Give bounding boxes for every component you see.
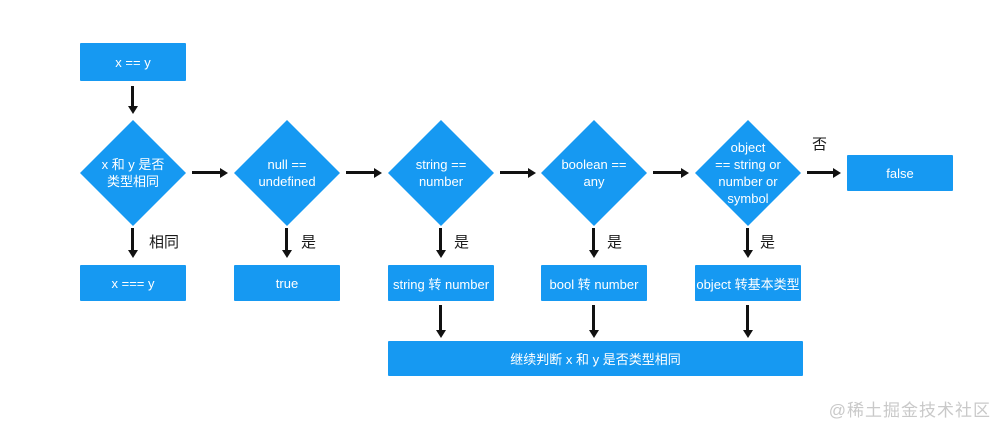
edge-label-yes-objectcheck: 是 — [760, 234, 776, 251]
arrow-nullundef-to-stringnumber — [346, 171, 374, 174]
arrow-stringnumber-to-booleanany — [500, 171, 528, 174]
node-type-check-label: x 和 y 是否 类型相同 — [101, 157, 165, 189]
arrow-objectcheck-to-false — [807, 171, 833, 174]
node-false-label: false — [886, 165, 914, 181]
arrow-stringconvert-to-continue — [439, 305, 442, 330]
node-strict-equal-label: x === y — [111, 275, 155, 291]
node-continue-check-label: 继续判断 x 和 y 是否类型相同 — [510, 352, 681, 367]
arrow-start-to-typecheck — [131, 86, 134, 106]
arrow-objectconvert-to-continue — [746, 305, 749, 330]
arrow-stringnumber-to-convert — [439, 228, 442, 250]
node-boolean-any-diamond: boolean == any — [541, 120, 647, 226]
node-bool-to-number-label: bool 转 number — [549, 276, 639, 292]
arrow-typecheck-to-strict-equal — [131, 228, 134, 250]
arrow-nullundef-to-true — [285, 228, 288, 250]
edge-label-no: 否 — [812, 136, 828, 153]
node-null-undefined-label: null == undefined — [258, 157, 316, 189]
node-object-to-primitive: object 转基本类型 — [695, 265, 801, 301]
arrow-booleanany-to-objectcheck — [653, 171, 681, 174]
node-string-to-number: string 转 number — [388, 265, 494, 301]
node-type-check-diamond: x 和 y 是否 类型相同 — [80, 120, 186, 226]
arrow-boolconvert-to-continue — [592, 305, 595, 330]
node-object-check-label: object == string or number or symbol — [715, 140, 781, 206]
node-bool-to-number: bool 转 number — [541, 265, 647, 301]
edge-label-yes-nullundef: 是 — [301, 234, 317, 251]
arrow-typecheck-to-nullundef — [192, 171, 220, 174]
edge-label-yes-booleanany: 是 — [607, 234, 623, 251]
node-object-to-primitive-label: object 转基本类型 — [696, 276, 800, 292]
edge-label-yes-stringnumber: 是 — [454, 234, 470, 251]
watermark: @稀土掘金技术社区 — [828, 401, 991, 420]
node-true-label: true — [275, 275, 299, 291]
node-string-to-number-label: string 转 number — [392, 276, 490, 292]
node-string-number-label: string == number — [415, 157, 467, 189]
node-true: true — [234, 265, 340, 301]
edge-label-same: 相同 — [149, 234, 180, 251]
arrow-booleanany-to-convert — [592, 228, 595, 250]
node-boolean-any-label: boolean == any — [561, 157, 627, 189]
node-strict-equal: x === y — [80, 265, 186, 301]
node-continue-check: 继续判断 x 和 y 是否类型相同 — [388, 341, 803, 376]
node-start: x == y — [80, 43, 186, 81]
arrow-objectcheck-to-convert — [746, 228, 749, 250]
node-start-label: x == y — [115, 54, 151, 70]
node-string-number-diamond: string == number — [388, 120, 494, 226]
node-null-undefined-diamond: null == undefined — [234, 120, 340, 226]
node-object-check-diamond: object == string or number or symbol — [695, 120, 801, 226]
node-false: false — [847, 155, 953, 191]
